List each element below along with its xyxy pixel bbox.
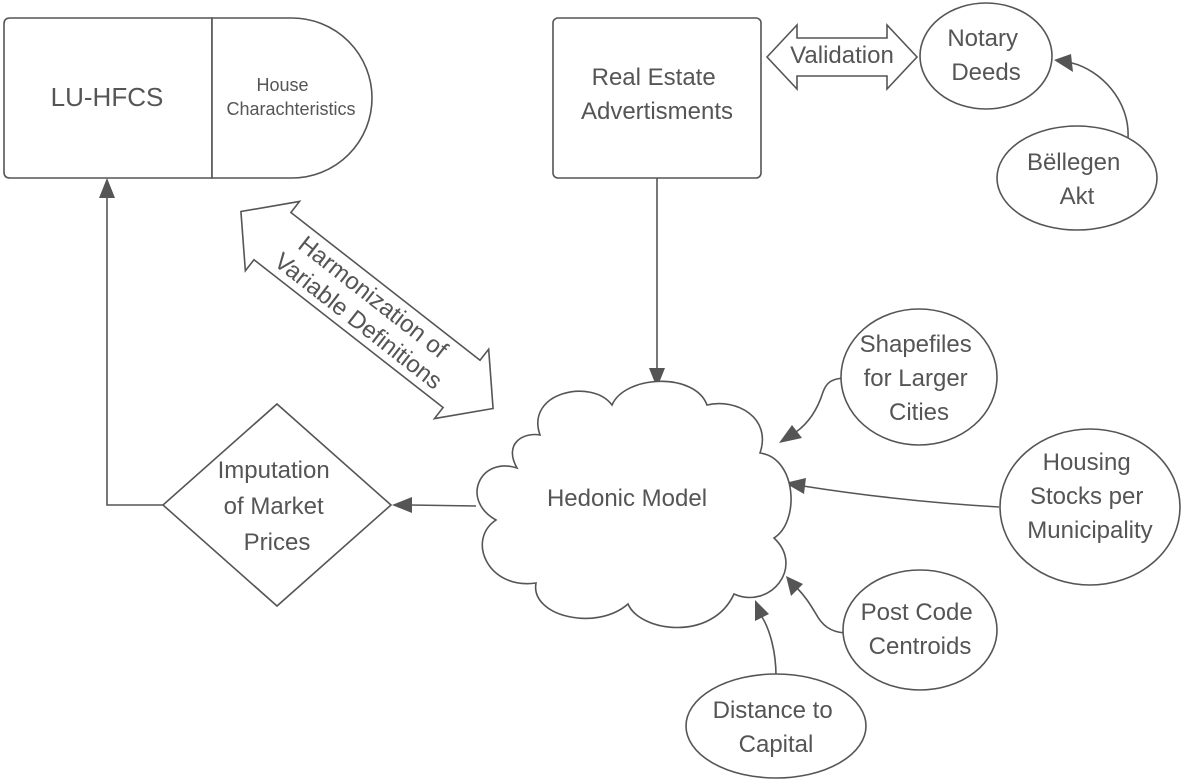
edge-ads-to-hedonic bbox=[649, 178, 665, 388]
edge-postcode-to-hedonic bbox=[786, 576, 846, 634]
house-characteristics-box: House Charachteristics bbox=[211, 17, 373, 179]
distance-label: Distance to Capital bbox=[713, 697, 840, 758]
hedonic-model-label: Hedonic Model bbox=[547, 485, 707, 512]
harmonization-label: Harmonization of Variable Definitions bbox=[269, 226, 464, 396]
housing-stocks-label: Housing Stocks per Municipality bbox=[1027, 449, 1152, 544]
hedonic-model-cloud: Hedonic Model bbox=[476, 380, 792, 629]
real-estate-ads-box: Real Estate Advertisments bbox=[552, 17, 762, 179]
shapefiles-label: Shapefiles for Larger Cities bbox=[860, 331, 979, 426]
edge-hedonic-to-imputation bbox=[392, 497, 477, 513]
edge-distance-to-hedonic bbox=[755, 600, 777, 677]
bellegen-akt-label: Bëllegen Akt bbox=[1027, 149, 1127, 210]
edge-shapefiles-to-hedonic bbox=[779, 377, 848, 443]
post-code-node: Post Code Centroids bbox=[842, 569, 998, 691]
notary-deeds-label: Notary Deeds bbox=[947, 25, 1024, 86]
validation-arrow: Validation bbox=[765, 22, 919, 92]
lu-hfcs-label: LU-HFCS bbox=[51, 82, 164, 112]
imputation-diamond: Imputation of Market Prices bbox=[161, 402, 393, 608]
edge-bellegen-to-notary bbox=[1054, 54, 1129, 139]
edge-housing-to-hedonic bbox=[785, 478, 1000, 508]
real-estate-ads-label: Real Estate Advertisments bbox=[581, 64, 733, 125]
validation-label: Validation bbox=[790, 42, 894, 69]
house-characteristics-label: House Charachteristics bbox=[226, 75, 355, 119]
notary-deeds-node: Notary Deeds bbox=[919, 2, 1053, 110]
shapefiles-node: Shapefiles for Larger Cities bbox=[840, 308, 998, 446]
lu-hfcs-box: LU-HFCS bbox=[3, 17, 213, 179]
housing-stocks-node: Housing Stocks per Municipality bbox=[999, 428, 1181, 586]
harmonization-arrow: Harmonization of Variable Definitions bbox=[240, 200, 494, 420]
imputation-label: Imputation of Market Prices bbox=[218, 457, 337, 556]
post-code-label: Post Code Centroids bbox=[861, 599, 980, 660]
edge-imputation-to-lu-hfcs bbox=[99, 178, 164, 506]
bellegen-akt-node: Bëllegen Akt bbox=[996, 125, 1158, 231]
distance-node: Distance to Capital bbox=[685, 673, 867, 779]
